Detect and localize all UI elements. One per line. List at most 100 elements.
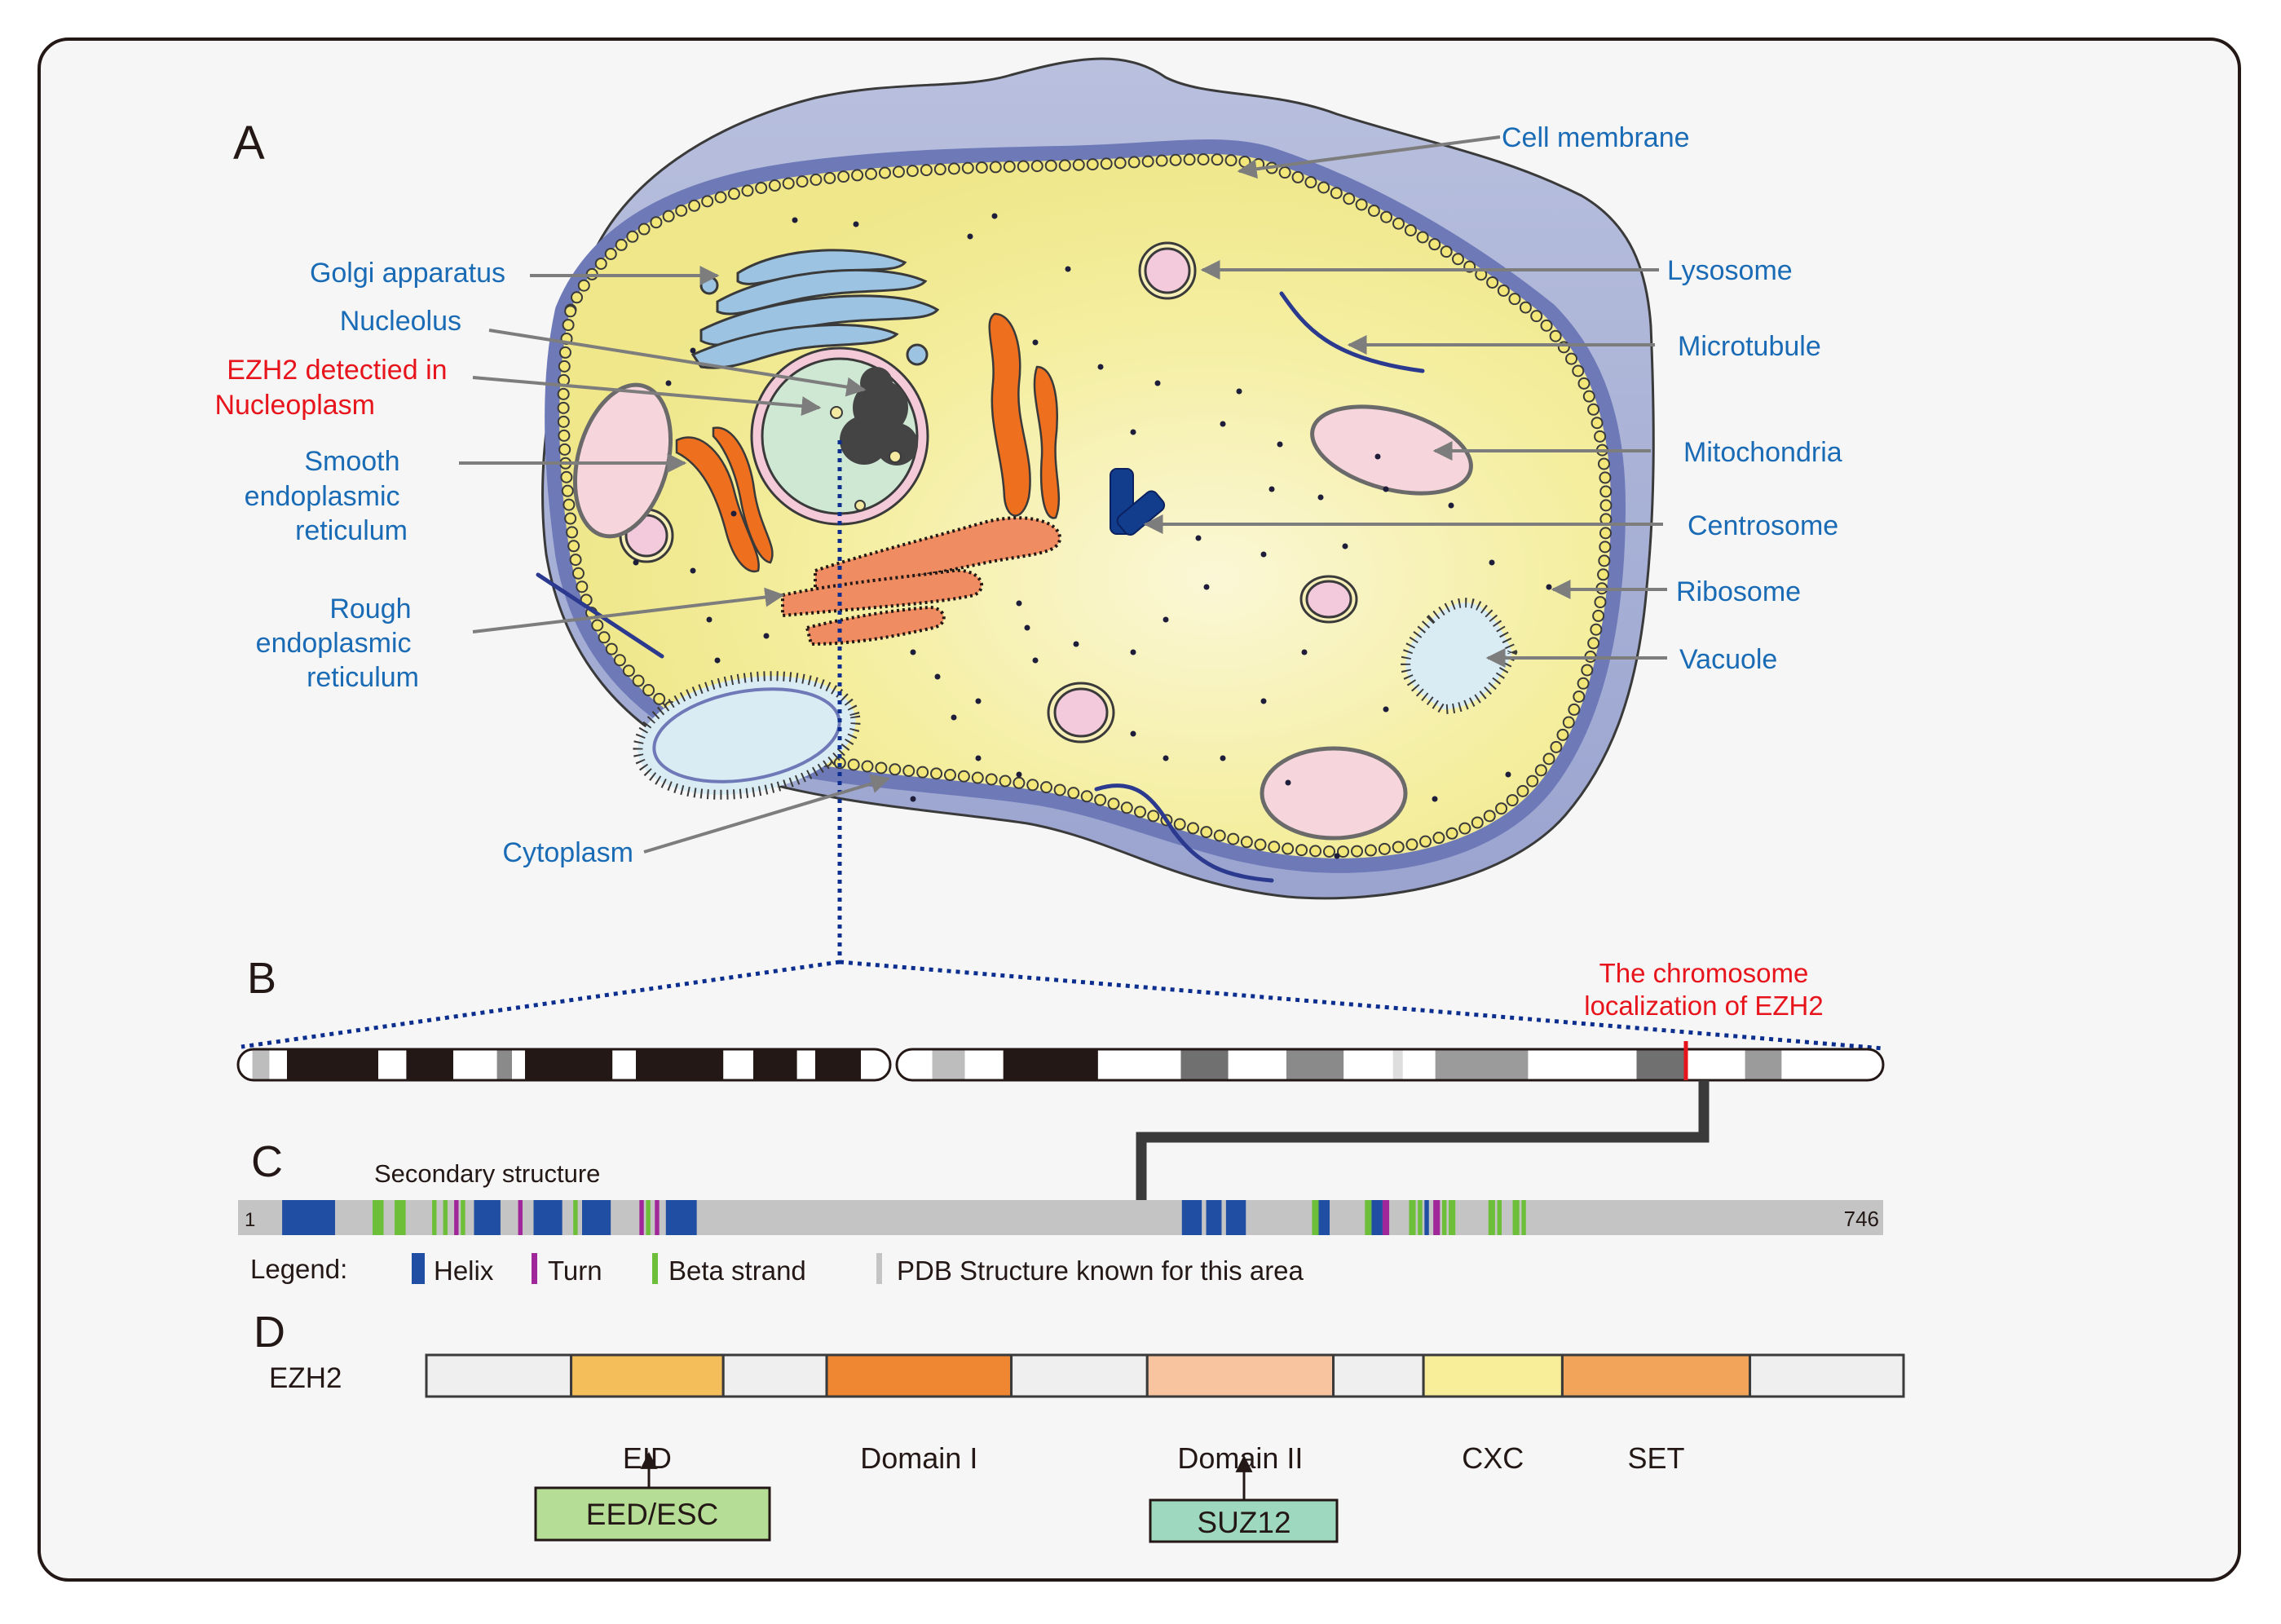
ribosome-dot xyxy=(690,347,696,354)
membrane-bead xyxy=(906,165,919,178)
structure-beta xyxy=(1418,1200,1423,1235)
membrane-bead xyxy=(1134,805,1147,819)
membrane-bead xyxy=(1592,609,1605,622)
membrane-bead xyxy=(1428,238,1441,251)
chromosome-band xyxy=(512,1049,526,1080)
domain-linker xyxy=(1010,1353,1149,1398)
ribosomes xyxy=(633,213,1552,859)
structure-helix xyxy=(1181,1200,1202,1235)
membrane-bead xyxy=(1526,774,1539,788)
membrane-bead xyxy=(1030,160,1043,173)
membrane-bead xyxy=(727,188,740,201)
pdb-coverage-bar xyxy=(238,1200,1883,1235)
membrane-bead xyxy=(1343,192,1356,205)
membrane-bead xyxy=(889,763,902,776)
chromosome-band xyxy=(269,1049,288,1080)
legend-swatch-beta xyxy=(652,1253,658,1284)
chromosome-band xyxy=(612,1049,637,1080)
label-microtubule: Microtubule xyxy=(1678,331,1821,362)
membrane-bead xyxy=(1432,832,1445,845)
domain-domain-ii xyxy=(1145,1353,1335,1398)
legend-swatch-helix xyxy=(412,1253,425,1284)
label-ezh2-nucleoplasm: EZH2 detectied in Nucleoplasm xyxy=(214,355,455,421)
membrane-bead xyxy=(662,210,675,223)
domain-label: Domain I xyxy=(860,1441,977,1475)
ribosome-dot xyxy=(1342,543,1348,549)
ribosome-dot xyxy=(1163,616,1169,623)
membrane-bead xyxy=(1516,784,1529,797)
ribosome-dot xyxy=(792,217,798,223)
panel-a-label: A xyxy=(233,117,265,170)
membrane-bead xyxy=(1173,818,1186,831)
domain-linker xyxy=(721,1353,828,1398)
structure-beta xyxy=(432,1200,437,1235)
structure-beta xyxy=(1497,1200,1502,1235)
structure-helix xyxy=(665,1200,697,1235)
structure-turn xyxy=(655,1200,660,1235)
membrane-bead xyxy=(560,470,573,483)
ribosome-dot xyxy=(1505,771,1511,778)
sequence-start: 1 xyxy=(245,1209,255,1231)
structure-helix xyxy=(282,1200,336,1235)
chromosome-band xyxy=(1402,1049,1436,1080)
chromosome-annotation: The chromosome localization of EZH2 xyxy=(1584,958,1823,1021)
ribosome-dot xyxy=(1277,441,1283,448)
secondary-structure-title: Secondary structure xyxy=(374,1159,600,1188)
domain-cxc xyxy=(1422,1353,1564,1398)
ribosome-dot xyxy=(1546,584,1552,590)
membrane-bead xyxy=(1169,153,1182,166)
membrane-bead xyxy=(632,674,645,687)
membrane-bead xyxy=(1380,210,1393,223)
chromosome xyxy=(236,1041,1885,1082)
membrane-bead xyxy=(875,761,888,774)
structure-legend: Legend: Helix Turn Beta strand PDB Struc… xyxy=(250,1253,1304,1286)
ribosome-dot xyxy=(1130,730,1136,737)
label-rough-er: Rough endoplasmic reticulum xyxy=(256,594,419,693)
structure-beta xyxy=(395,1200,406,1235)
membrane-bead xyxy=(755,181,768,194)
membrane-bead xyxy=(1599,527,1612,540)
ribosome-dot xyxy=(1130,649,1136,655)
membrane-bead xyxy=(605,642,618,655)
membrane-bead xyxy=(851,169,864,182)
membrane-bead xyxy=(1599,541,1612,554)
membrane-bead xyxy=(865,167,878,180)
structure-turn xyxy=(1382,1200,1390,1235)
structure-beta xyxy=(1449,1200,1456,1235)
ribosome-dot xyxy=(714,657,721,664)
chromosome-to-structure-connector xyxy=(1136,1080,1710,1200)
membrane-bead xyxy=(1598,554,1611,567)
structure-beta xyxy=(1488,1200,1495,1235)
membrane-bead xyxy=(961,161,974,174)
membrane-bead xyxy=(563,498,576,511)
domain-linker xyxy=(425,1353,573,1398)
label-cell-membrane: Cell membrane xyxy=(1502,122,1690,153)
legend-turn: Turn xyxy=(548,1256,602,1286)
label-cytoplasm: Cytoplasm xyxy=(502,837,633,868)
membrane-bead xyxy=(566,526,579,539)
chromosome-band xyxy=(1392,1049,1404,1080)
membrane-bead xyxy=(947,162,960,175)
membrane-bead xyxy=(1120,801,1133,814)
membrane-bead xyxy=(1155,154,1168,167)
chromosome-band xyxy=(796,1049,816,1080)
chromosome-band xyxy=(238,1049,254,1080)
ribosome-dot xyxy=(967,233,973,240)
ribosome-dot xyxy=(633,559,639,566)
membrane-bead xyxy=(1587,403,1600,416)
membrane-bead xyxy=(714,191,727,204)
membrane-bead xyxy=(1350,845,1363,858)
label-lysosome: Lysosome xyxy=(1667,255,1793,286)
chromosome-p-arm-outline xyxy=(236,1048,892,1082)
membrane-bead xyxy=(701,195,714,208)
membrane-bead xyxy=(933,163,946,176)
chromosome-band xyxy=(1003,1049,1099,1080)
domain-label: EID xyxy=(623,1441,672,1475)
membrane-bead xyxy=(1039,781,1052,794)
membrane-bead xyxy=(1568,703,1581,716)
ribosome-dot xyxy=(1383,706,1389,713)
membrane-bead xyxy=(1542,752,1555,766)
membrane-bead xyxy=(1497,284,1510,297)
membrane-bead xyxy=(1067,787,1080,800)
ribosome-dot xyxy=(1163,755,1169,761)
